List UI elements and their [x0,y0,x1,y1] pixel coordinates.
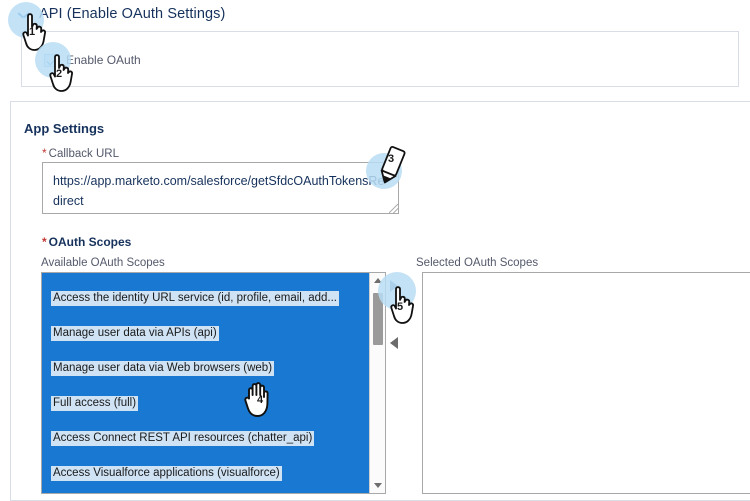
available-scopes-list-inner: Access the identity URL service (id, pro… [42,273,369,493]
annotation-badge-4: 4 [257,394,264,406]
app-settings-heading: App Settings [24,121,105,136]
oauth-scopes-label-wrap: *OAuth Scopes [42,233,131,251]
annotation-cursor-5 [386,285,420,325]
annotation-cursor-1 [18,12,52,52]
annotation-badge-5: 5 [397,301,404,313]
annotation-cursor-2 [45,53,79,93]
triangle-up-icon [374,278,382,283]
available-scopes-scrollbar[interactable] [369,273,385,493]
remove-scope-button[interactable] [383,332,405,354]
oauth-scopes-label: *OAuth Scopes [42,235,131,249]
annotation-cursor-3 [374,144,410,188]
callback-url-label: *Callback URL [42,146,119,160]
triangle-left-icon [390,337,398,349]
selected-scopes-list[interactable] [422,272,750,494]
callback-url-label-wrap: *Callback URL [42,144,119,162]
required-marker: * [42,235,47,249]
section-title: API (Enable OAuth Settings) [39,6,226,22]
available-scopes-list[interactable]: Access the identity URL service (id, pro… [41,272,386,494]
scope-list-item[interactable]: Access Visualforce applications (visualf… [51,466,282,481]
annotation-badge-2: 2 [56,68,63,80]
scroll-down-button[interactable] [370,478,385,493]
triangle-down-icon [374,483,382,488]
annotation-badge-3: 3 [388,153,395,165]
required-marker: * [42,146,47,160]
scrollbar-thumb[interactable] [373,293,383,345]
scroll-up-button[interactable] [370,273,385,288]
oauth-scopes-label-text: OAuth Scopes [48,235,132,249]
scope-list-item[interactable]: Manage user data via APIs (api) [51,326,219,341]
callback-url-label-text: Callback URL [48,148,119,160]
textarea-resize-grip[interactable] [389,204,398,213]
annotation-cursor-4 [241,378,279,420]
available-scopes-label: Available OAuth Scopes [41,257,165,269]
scope-list-item[interactable]: Access the identity URL service (id, pro… [51,291,339,306]
scope-list-item[interactable]: Access Connect REST API resources (chatt… [51,431,315,446]
enable-oauth-label: Enable OAuth [66,53,141,67]
enable-oauth-panel: Enable OAuth [21,31,739,87]
annotation-badge-1: 1 [29,26,36,38]
callback-url-input[interactable] [42,162,399,214]
selected-scopes-label: Selected OAuth Scopes [416,257,539,269]
api-section-header: API (Enable OAuth Settings) [0,0,750,28]
scope-list-item[interactable]: Manage user data via Web browsers (web) [51,361,275,376]
scope-list-item[interactable]: Full access (full) [51,396,139,411]
